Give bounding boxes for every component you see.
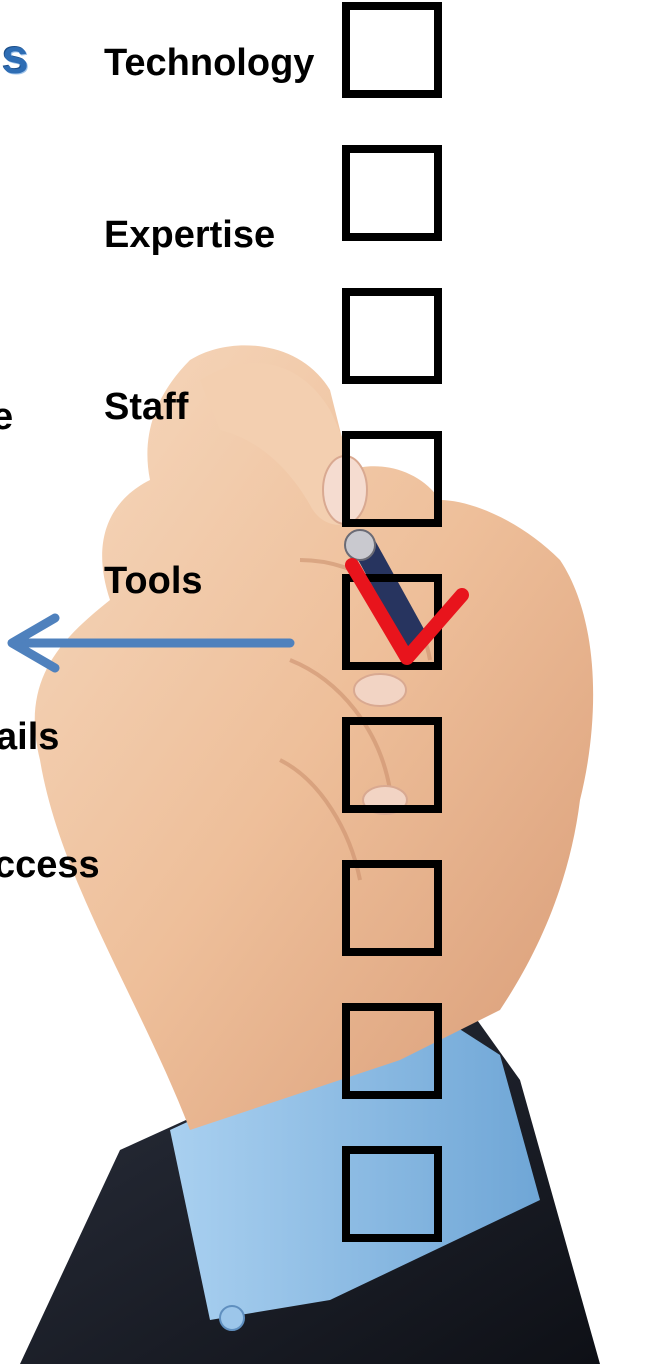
- hand-shape: [34, 345, 594, 1130]
- pen-cap: [344, 529, 376, 561]
- checkmark-icon: [345, 558, 469, 665]
- left-arrow-icon: [7, 613, 295, 673]
- checkbox-9: [342, 1146, 442, 1242]
- checkbox-3: [342, 288, 442, 384]
- checklist-label-technology: Technology: [104, 42, 315, 84]
- checkbox-7: [342, 860, 442, 956]
- thumb-shape: [200, 363, 360, 525]
- checkbox-1: [342, 2, 442, 98]
- pen-body: [350, 535, 430, 655]
- cropped-label-details: ails: [0, 716, 60, 758]
- fingernail: [353, 673, 407, 707]
- cropped-label-fragment: e: [0, 396, 14, 438]
- checklist-label-staff: Staff: [104, 386, 189, 428]
- checkbox-2: [342, 145, 442, 241]
- checkbox-8: [342, 1003, 442, 1099]
- cropped-label-access: ccess: [0, 844, 100, 886]
- checkbox-column: [342, 2, 442, 1242]
- knuckle-line: [289, 658, 392, 791]
- cuff-button: [219, 1305, 245, 1331]
- checkbox-6: [342, 717, 442, 813]
- checklist-label-expertise: Expertise: [104, 214, 276, 256]
- checklist-label-tools: Tools: [104, 560, 203, 602]
- checkbox-4: [342, 431, 442, 527]
- heading-fragment: s: [2, 31, 29, 84]
